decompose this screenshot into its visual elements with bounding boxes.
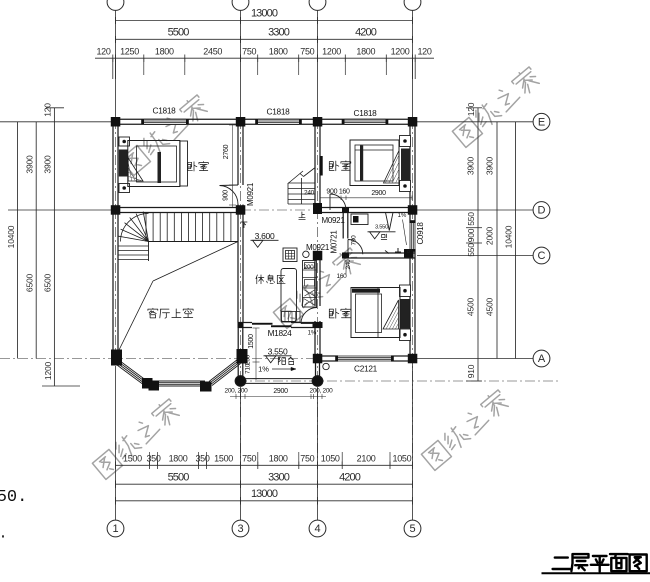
svg-text:750: 750 xyxy=(300,454,314,464)
svg-text:550: 550 xyxy=(466,212,476,226)
svg-text:1050: 1050 xyxy=(321,454,340,464)
svg-text:3.550: 3.550 xyxy=(375,224,388,230)
svg-text:6500: 6500 xyxy=(42,273,52,292)
svg-text:1%: 1% xyxy=(398,213,407,219)
svg-text:E: E xyxy=(538,116,545,128)
svg-text:1200: 1200 xyxy=(43,361,53,380)
svg-text:1500: 1500 xyxy=(248,334,255,349)
svg-text:160: 160 xyxy=(337,273,348,280)
svg-text:120: 120 xyxy=(417,47,431,57)
svg-text:M0921: M0921 xyxy=(322,216,346,225)
svg-text:C0918: C0918 xyxy=(416,222,425,245)
svg-text:3.600: 3.600 xyxy=(255,231,275,241)
svg-text:3: 3 xyxy=(237,523,243,535)
svg-text:2100: 2100 xyxy=(357,454,376,464)
svg-text:6500: 6500 xyxy=(25,273,35,292)
svg-text:1200: 1200 xyxy=(391,47,410,57)
svg-text:10400: 10400 xyxy=(6,225,16,248)
svg-text:240: 240 xyxy=(304,189,315,196)
svg-text:710: 710 xyxy=(245,363,252,374)
svg-text:1: 1 xyxy=(112,523,118,535)
svg-text:5500: 5500 xyxy=(168,27,190,39)
svg-text:3900: 3900 xyxy=(466,156,476,175)
svg-text:M0921: M0921 xyxy=(306,243,330,252)
svg-text:550: 550 xyxy=(466,243,476,257)
svg-text:3900: 3900 xyxy=(42,155,52,174)
svg-text:750: 750 xyxy=(242,47,256,57)
svg-text:4200: 4200 xyxy=(339,471,361,483)
svg-text:A: A xyxy=(538,353,546,365)
svg-text:1%: 1% xyxy=(258,365,269,374)
svg-text:3300: 3300 xyxy=(268,471,290,483)
svg-text:200: 200 xyxy=(245,354,252,365)
svg-text:700: 700 xyxy=(351,235,358,246)
svg-text:1800: 1800 xyxy=(169,454,188,464)
svg-text:4500: 4500 xyxy=(466,297,476,316)
svg-text:C2121: C2121 xyxy=(354,364,378,374)
svg-text:4200: 4200 xyxy=(355,27,377,39)
svg-text:4: 4 xyxy=(314,523,320,535)
svg-text:750: 750 xyxy=(300,47,314,57)
svg-text:240: 240 xyxy=(345,259,352,270)
svg-text:13000: 13000 xyxy=(251,8,278,20)
svg-text:350: 350 xyxy=(195,454,209,464)
svg-text:900: 900 xyxy=(466,228,476,242)
svg-text:120: 120 xyxy=(96,47,110,57)
svg-text:M0721: M0721 xyxy=(329,230,338,254)
svg-text:10400: 10400 xyxy=(504,225,514,248)
svg-text:C1818: C1818 xyxy=(267,107,291,117)
svg-text:13000: 13000 xyxy=(251,488,278,500)
svg-text:50.: 50. xyxy=(0,488,27,507)
svg-text:3300: 3300 xyxy=(268,27,290,39)
svg-text:200, 200: 200, 200 xyxy=(225,388,249,395)
svg-text:2900: 2900 xyxy=(273,388,288,395)
svg-text:120: 120 xyxy=(43,103,53,117)
svg-text:2000: 2000 xyxy=(485,226,495,245)
svg-text:1050: 1050 xyxy=(392,454,411,464)
svg-text:3900: 3900 xyxy=(485,156,495,175)
svg-text:1800: 1800 xyxy=(269,454,288,464)
svg-text:900: 900 xyxy=(223,190,230,201)
svg-text:1500: 1500 xyxy=(123,454,142,464)
svg-text:120: 120 xyxy=(466,102,476,116)
svg-text:C: C xyxy=(538,250,546,262)
svg-text:1200: 1200 xyxy=(322,47,341,57)
svg-text:2760: 2760 xyxy=(223,144,230,159)
svg-text:4500: 4500 xyxy=(485,297,495,316)
svg-text:D: D xyxy=(538,205,546,217)
svg-text:C1818: C1818 xyxy=(153,106,177,116)
svg-text:910: 910 xyxy=(466,364,476,378)
svg-text:200: 200 xyxy=(304,264,315,271)
svg-text:5: 5 xyxy=(409,523,415,535)
svg-text:900 160: 900 160 xyxy=(326,189,350,196)
svg-text:3.550: 3.550 xyxy=(268,346,288,356)
svg-text:1%: 1% xyxy=(308,331,317,337)
svg-text:1250: 1250 xyxy=(120,47,139,57)
svg-text:5500: 5500 xyxy=(168,471,190,483)
svg-text:C1818: C1818 xyxy=(354,108,378,118)
svg-text:1800: 1800 xyxy=(155,47,174,57)
svg-text:1500: 1500 xyxy=(214,454,233,464)
svg-text:1800: 1800 xyxy=(269,47,288,57)
svg-text:200, 200: 200, 200 xyxy=(310,388,334,395)
svg-text:1800: 1800 xyxy=(356,47,375,57)
svg-text:350: 350 xyxy=(146,454,160,464)
svg-text:M0921: M0921 xyxy=(246,182,255,206)
svg-text:750: 750 xyxy=(242,454,256,464)
svg-text:2450: 2450 xyxy=(203,47,222,57)
svg-text:2900: 2900 xyxy=(371,190,386,197)
svg-text:M1824: M1824 xyxy=(268,328,293,338)
svg-text:3900: 3900 xyxy=(25,155,35,174)
svg-text:.: . xyxy=(0,526,8,543)
